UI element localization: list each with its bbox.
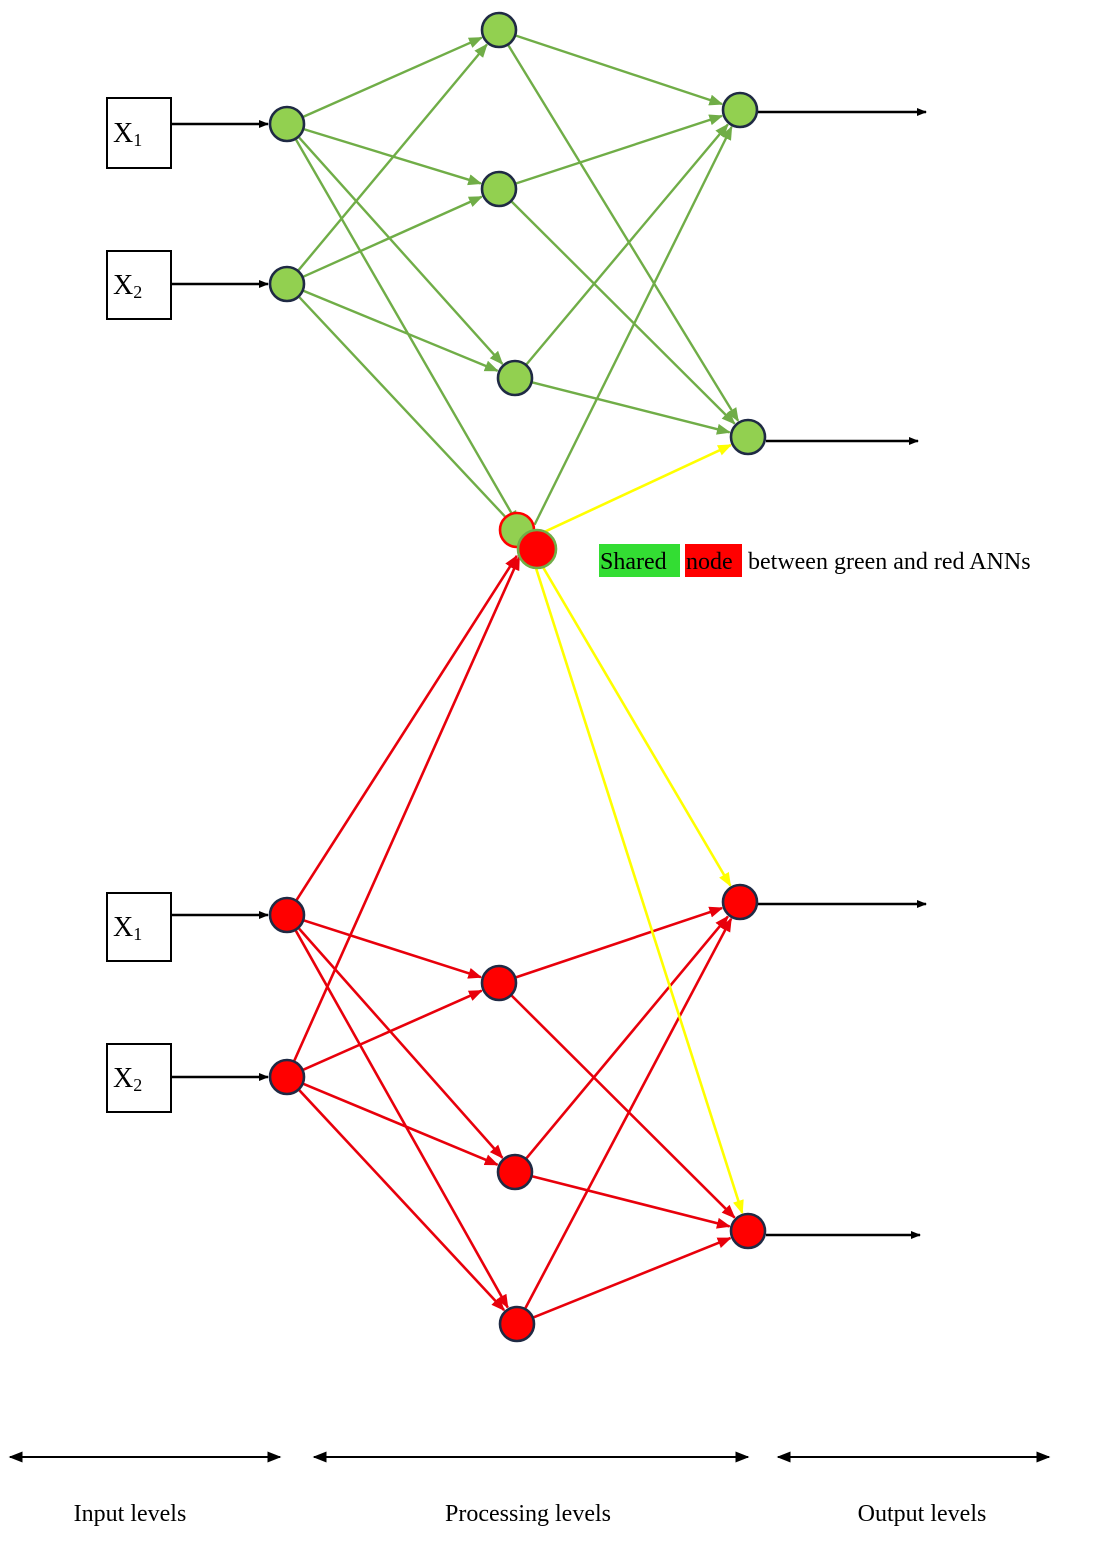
green-node-go2 [729,418,767,456]
input-letter: X [113,118,133,149]
legend-green-highlight [599,544,680,577]
shared-edge-sh-go2 [541,443,733,534]
shared-edge-sh-ro1 [534,553,732,887]
input-levels-label: Input levels [74,1501,187,1527]
red-network-edges [292,554,736,1319]
red-node-ri2 [268,1058,306,1096]
green-node-go1 [721,91,759,129]
green-edge-sh-go1 [533,125,733,526]
svg-text:X2: X2 [113,270,142,302]
green-input-box-x1: X1 [106,97,172,169]
red-node-rh2 [496,1153,534,1191]
green-edge-gi2-sh [297,295,515,528]
svg-text:X1: X1 [113,912,142,944]
input-output-arrows [171,108,927,1239]
red-edge-ri1-rh1 [302,918,483,979]
processing-levels-label: Processing levels [445,1501,611,1527]
shared-node-edges [530,443,744,1215]
legend-node-word: node [686,549,733,575]
red-node-rh3 [498,1305,536,1343]
svg-text:X1: X1 [113,118,142,150]
green-edge-gi2-gh3 [302,289,499,372]
input-subscript: 2 [133,1075,142,1095]
red-edge-ri2-rh1 [302,989,483,1072]
red-node-ro2 [729,1212,767,1250]
red-node-rh1 [480,964,518,1002]
input-subscript: 1 [133,130,142,150]
input-subscript: 2 [133,282,142,302]
green-edge-gi1-gh3 [297,135,504,365]
input-letter: X [113,270,133,301]
green-edge-gi2-gh2 [302,195,483,279]
legend-description: between green and red ANNs [748,549,1031,575]
red-node-ro1 [721,883,759,921]
green-edge-gh2-go1 [514,114,724,185]
input-letter: X [113,912,133,943]
input-letter: X [113,1063,133,1094]
red-edge-ri1-sh [295,554,518,902]
red-input-box-x2: X2 [106,1043,172,1113]
red-edge-ri2-rh3 [297,1088,506,1312]
red-edge-rh1-ro2 [510,994,736,1219]
red-edge-rh2-ro1 [524,915,729,1160]
green-edge-gi2-gh1 [296,43,488,272]
green-edge-gh3-go2 [531,381,731,435]
green-network-edges [294,34,740,528]
red-edge-rh2-ro2 [531,1174,731,1229]
green-node-gh3 [496,359,534,397]
green-node-gi1 [268,105,306,143]
red-edge-ri1-rh2 [297,926,504,1159]
green-node-gh2 [480,170,518,208]
shared-node-legend: Shared node between green and red ANNs [599,544,1031,577]
shared-edge-sh-ro2 [530,555,744,1215]
red-edge-ri1-rh3 [294,929,509,1309]
legend-shared-word: Shared [600,549,667,575]
red-edge-rh3-ro1 [523,917,733,1310]
legend-red-highlight [685,544,742,577]
green-edge-gh1-go1 [514,34,724,106]
red-node-ri1 [268,896,306,934]
green-edge-gh3-go1 [525,123,729,366]
green-node-gh1 [480,11,518,49]
green-input-box-x2: X2 [106,250,172,320]
svg-text:X2: X2 [113,1063,142,1095]
green-node-gi2 [268,265,306,303]
red-edge-ri2-sh [292,556,521,1063]
shared-node-red-part [516,528,558,570]
network-nodes [268,11,767,1343]
green-edge-gi1-gh2 [302,127,483,186]
red-input-box-x1: X1 [106,892,172,962]
green-edge-gh2-go2 [510,200,736,425]
input-subscript: 1 [133,924,142,944]
green-edge-gi1-sh [294,138,519,525]
red-edge-rh3-ro2 [532,1236,732,1319]
red-edge-ri2-rh2 [302,1082,499,1166]
output-levels-label: Output levels [858,1501,987,1527]
green-edge-gh1-go2 [506,43,740,422]
red-edge-rh1-ro1 [514,906,724,979]
green-edge-gi1-gh1 [302,36,483,119]
